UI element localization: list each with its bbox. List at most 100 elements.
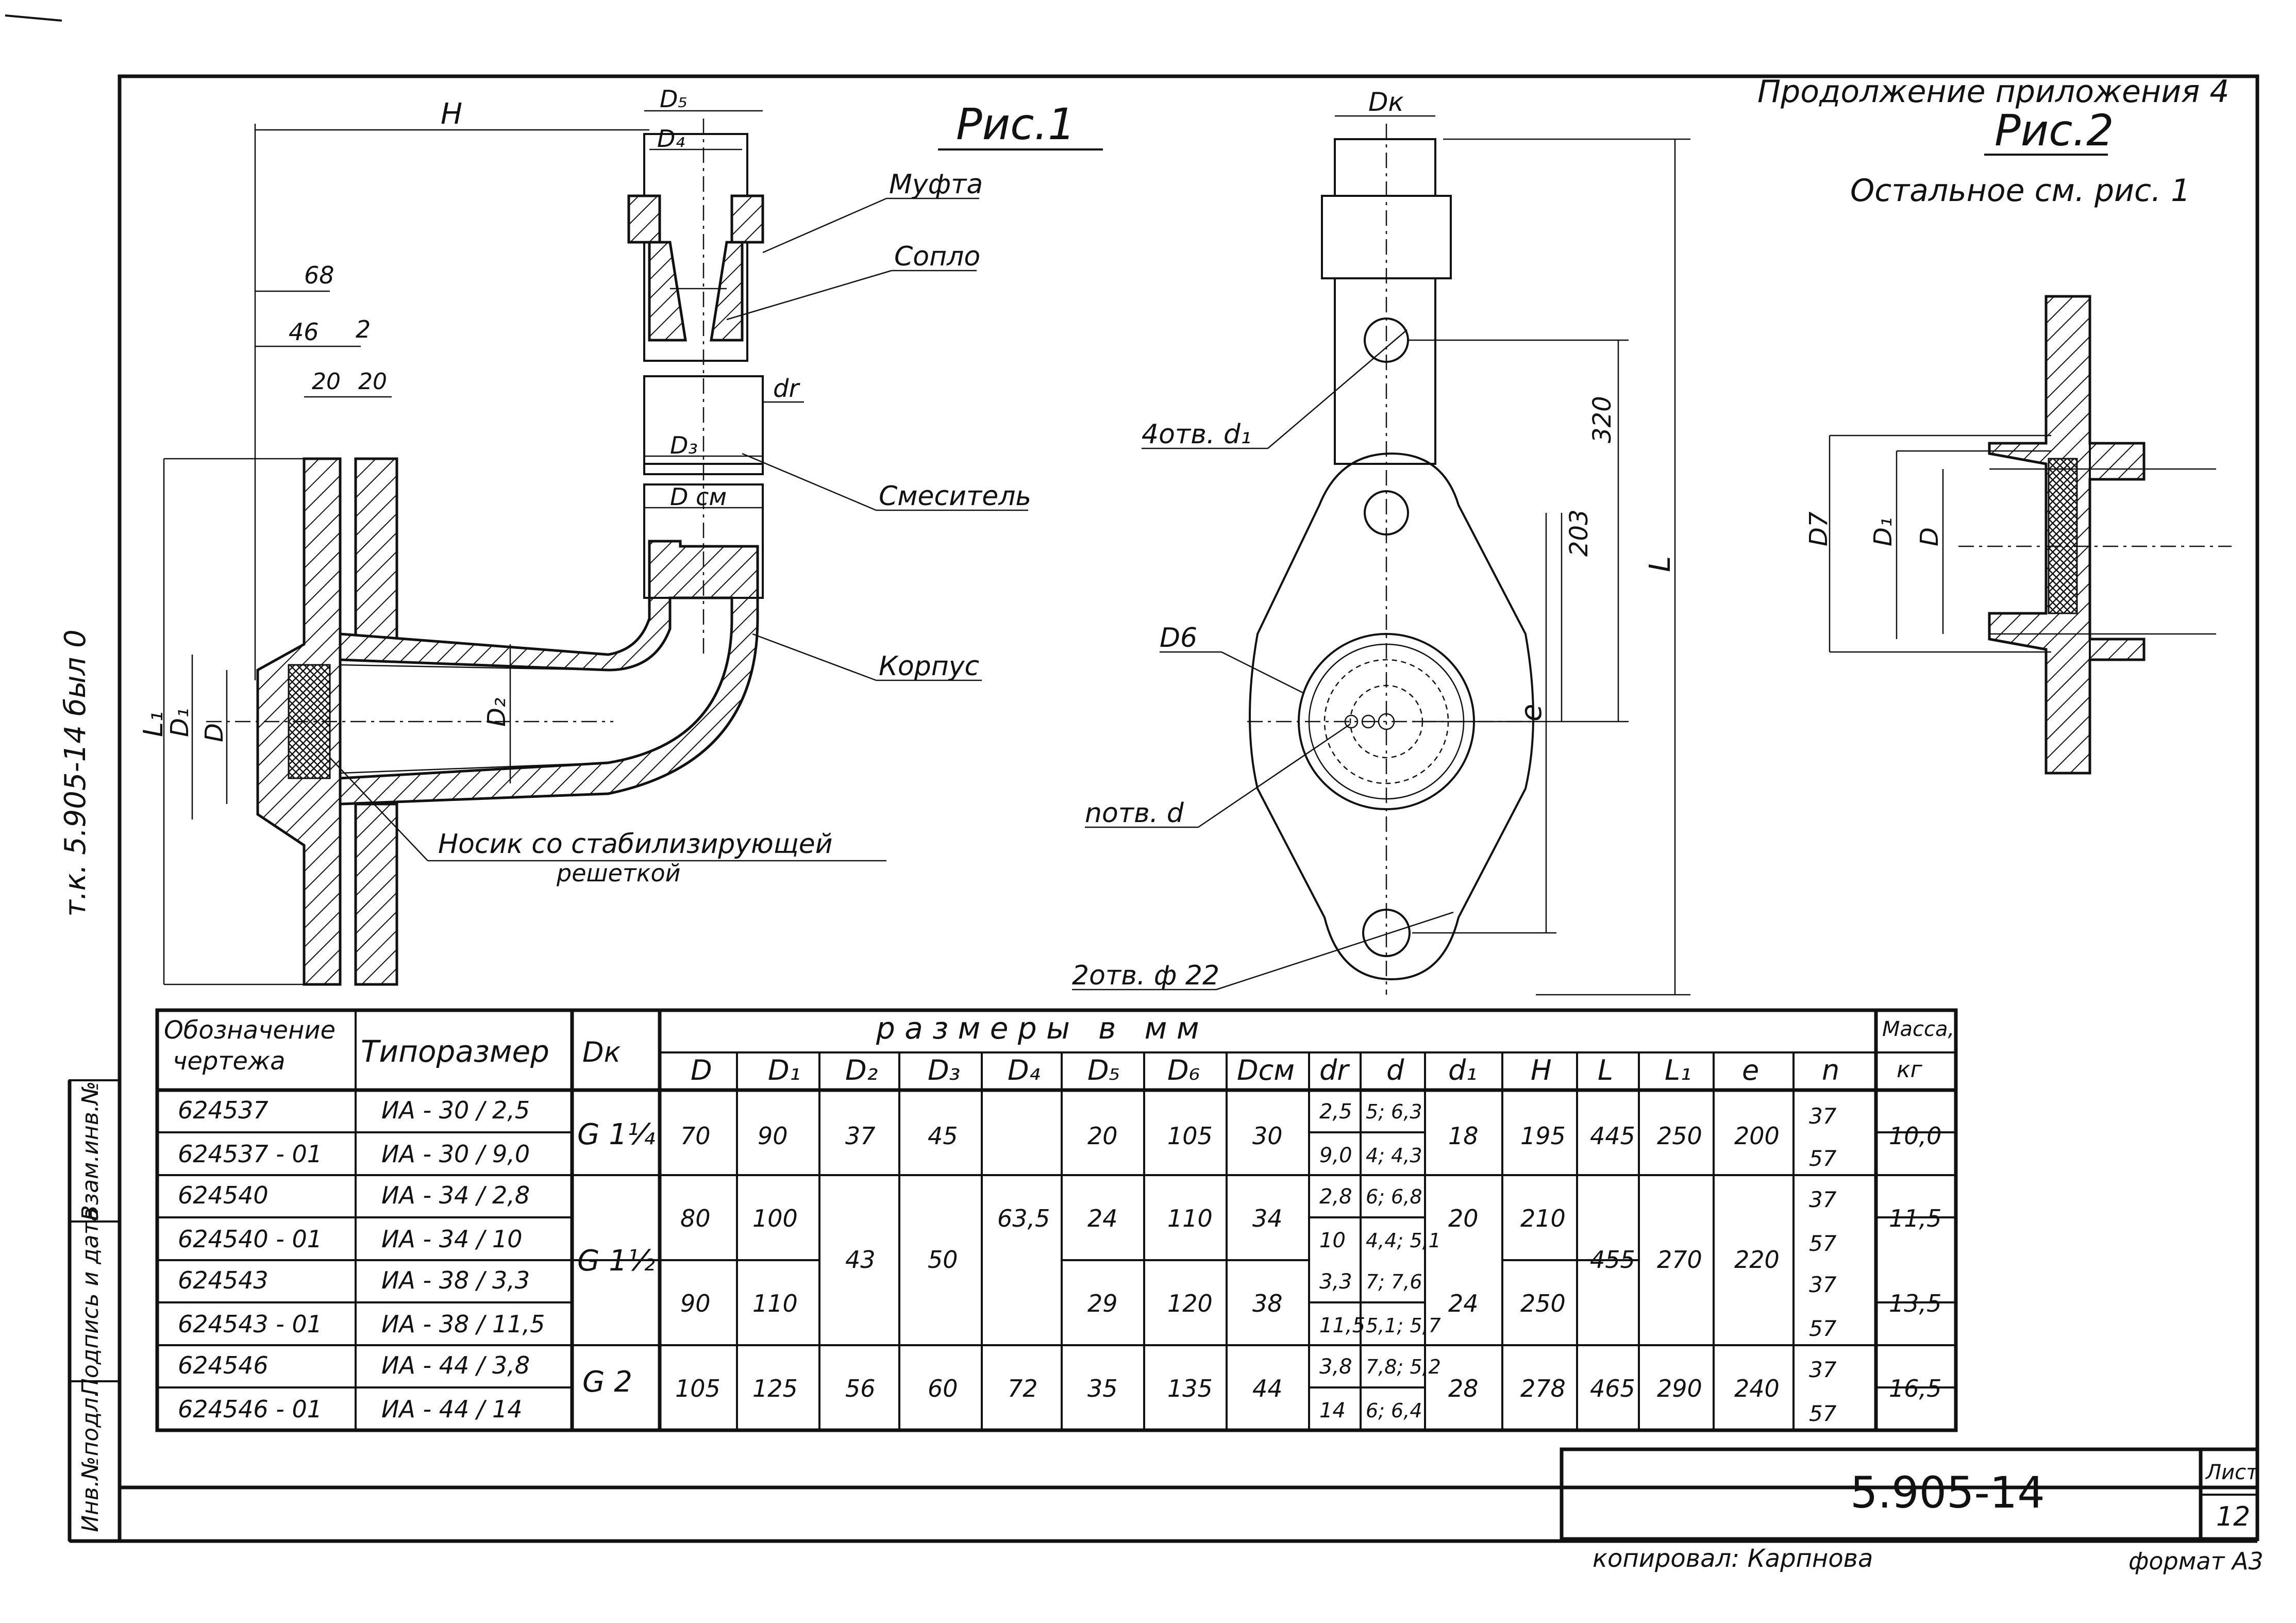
cell-e-1: 200 — [1734, 1122, 1780, 1150]
sub-n: n — [1822, 1054, 1839, 1086]
dim-D1: D₁ — [165, 708, 194, 737]
cell-e-3: 240 — [1734, 1375, 1780, 1402]
sub-d1: d₁ — [1448, 1054, 1477, 1086]
table-row: 624546 - 01 ИА - 44 / 14 14 6; 6,4 57 — [178, 1395, 1837, 1426]
cell-L1-3: 290 — [1657, 1375, 1702, 1402]
row4-d: 7; 7,6 — [1366, 1270, 1422, 1293]
callout-nosik-line1: Носик со стабилизирующей — [438, 829, 833, 860]
fig1-title: Рис.1 — [956, 99, 1076, 149]
cell-L1-2: 270 — [1657, 1246, 1702, 1274]
callout-smesitel: Смеситель — [879, 481, 1031, 512]
row1-size: ИА - 30 / 9,0 — [381, 1140, 530, 1168]
row2-d: 6; 6,8 — [1366, 1185, 1422, 1208]
cell-D1-1: 90 — [758, 1122, 788, 1150]
row7-dr: 14 — [1319, 1399, 1346, 1423]
table-head-col1-line1: Обозначение — [164, 1016, 336, 1045]
row6-n: 37 — [1809, 1357, 1837, 1382]
dim-203: 203 — [1565, 509, 1594, 557]
dim-D7: D7 — [1804, 511, 1833, 546]
dim-Dk: Dк — [1368, 87, 1404, 117]
row3-code: 624540 - 01 — [178, 1225, 322, 1253]
callout-soplo: Сопло — [894, 241, 980, 272]
cell-H-2: 210 — [1520, 1204, 1566, 1232]
table-subheader-row: D D₁ D₂ D₃ D₄ D₅ D₆ Dсм dr d d₁ H L L₁ e… — [691, 1054, 1839, 1086]
cell-mass-2: 11,5 — [1889, 1204, 1941, 1232]
cell-mass-4: 16,5 — [1889, 1375, 1941, 1402]
table-row: 624543 ИА - 38 / 3,3 3,3 7; 7,6 37 — [178, 1266, 1837, 1297]
cell-D5-1: 20 — [1087, 1122, 1118, 1150]
cell-H-3: 250 — [1520, 1290, 1566, 1317]
cell-D-4: 105 — [675, 1375, 720, 1402]
callout-D6: D6 — [1160, 623, 1197, 654]
sub-D2: D₂ — [845, 1054, 878, 1086]
doc-number: 5.905-14 — [1850, 1467, 2045, 1518]
cell-e-2: 220 — [1734, 1246, 1780, 1274]
cell-D5-2: 24 — [1087, 1204, 1118, 1232]
row5-dr: 11,5 — [1319, 1314, 1365, 1337]
cell-D2-2: 43 — [845, 1246, 876, 1274]
cell-D4-2: 72 — [1008, 1375, 1038, 1402]
sub-L1: L₁ — [1665, 1054, 1691, 1086]
cell-d1-2: 20 — [1448, 1204, 1479, 1232]
cell-L-2: 455 — [1590, 1246, 1635, 1274]
row1-n: 57 — [1809, 1146, 1837, 1171]
cell-D6-4: 135 — [1167, 1375, 1213, 1402]
continuation-note: Продолжение приложения 4 — [1757, 74, 2230, 110]
dim-L: L — [1644, 556, 1677, 572]
table-row: 624543 - 01 ИА - 38 / 11,5 11,5 5,1; 5,7… — [178, 1310, 1837, 1341]
row3-d: 4,4; 5,1 — [1366, 1229, 1441, 1252]
sheet-number: 12 — [2216, 1501, 2250, 1532]
row2-code: 624540 — [178, 1181, 269, 1209]
side-block-c1: Инв.№подл. — [77, 1390, 104, 1532]
sub-D3: D₃ — [928, 1054, 960, 1086]
sheet-label: Лист — [2205, 1461, 2259, 1484]
cell-D-2: 80 — [680, 1204, 711, 1232]
cell-L-3: 465 — [1590, 1375, 1635, 1402]
title-block: 5.905-14 Лист 12 — [1560, 1447, 2259, 1541]
row6-code: 624546 — [178, 1351, 269, 1379]
cell-L1-1: 250 — [1657, 1122, 1702, 1150]
dim-320: 320 — [1588, 396, 1617, 443]
cell-Dcm-2: 34 — [1252, 1204, 1283, 1232]
cell-Dcm-4: 44 — [1252, 1375, 1283, 1402]
cell-D4-1: 63,5 — [997, 1204, 1050, 1232]
table-head-mass-line2: кг — [1897, 1057, 1923, 1083]
row0-code: 624537 — [178, 1096, 269, 1124]
table-head-group: р а з м е р ы в м м — [876, 1011, 1199, 1046]
cell-D1-2: 100 — [752, 1204, 798, 1232]
footer-format: формат А3 — [2129, 1547, 2264, 1575]
cell-D6-1: 105 — [1167, 1122, 1213, 1150]
callout-holes-22: 2отв. ф 22 — [1072, 960, 1219, 991]
cell-D-1: 70 — [680, 1122, 711, 1150]
row6-dr: 3,8 — [1319, 1355, 1352, 1379]
cell-D2-1: 37 — [845, 1122, 876, 1150]
row2-size: ИА - 34 / 2,8 — [381, 1181, 530, 1209]
sub-H: H — [1531, 1054, 1552, 1086]
sub-D4: D₄ — [1008, 1054, 1041, 1086]
cell-d1-4: 28 — [1448, 1375, 1479, 1402]
row5-n: 57 — [1809, 1316, 1837, 1341]
table-row: 624540 - 01 ИА - 34 / 10 10 4,4; 5,1 57 — [178, 1225, 1837, 1256]
row7-n: 57 — [1809, 1401, 1837, 1426]
cell-D1-4: 125 — [752, 1375, 798, 1402]
fig2-note: Остальное см. рис. 1 — [1850, 173, 2190, 209]
sub-dr: dr — [1319, 1054, 1350, 1086]
callout-hole-d: nотв. d — [1085, 798, 1184, 829]
dim-D: D — [200, 723, 229, 742]
cell-D3-2: 50 — [928, 1246, 958, 1274]
cell-Dcm-3: 38 — [1252, 1290, 1283, 1317]
table-row: 624540 ИА - 34 / 2,8 2,8 6; 6,8 37 — [178, 1181, 1837, 1212]
dim-L1: L₁ — [138, 711, 169, 737]
row4-code: 624543 — [178, 1266, 269, 1294]
row1-code: 624537 - 01 — [178, 1140, 322, 1168]
footer-copied: копировал: Карпнова — [1593, 1544, 1873, 1573]
cell-D5-4: 35 — [1087, 1375, 1118, 1402]
row0-dr: 2,5 — [1319, 1100, 1352, 1124]
cell-d1-1: 18 — [1448, 1122, 1479, 1150]
cell-Dcm-1: 30 — [1252, 1122, 1283, 1150]
dim-68: 68 — [304, 261, 334, 289]
cell-dk3: G 2 — [582, 1365, 632, 1399]
dim-e: e — [1515, 704, 1548, 722]
sub-D6: D₆ — [1167, 1054, 1200, 1086]
cell-mass-1: 10,0 — [1889, 1122, 1941, 1150]
